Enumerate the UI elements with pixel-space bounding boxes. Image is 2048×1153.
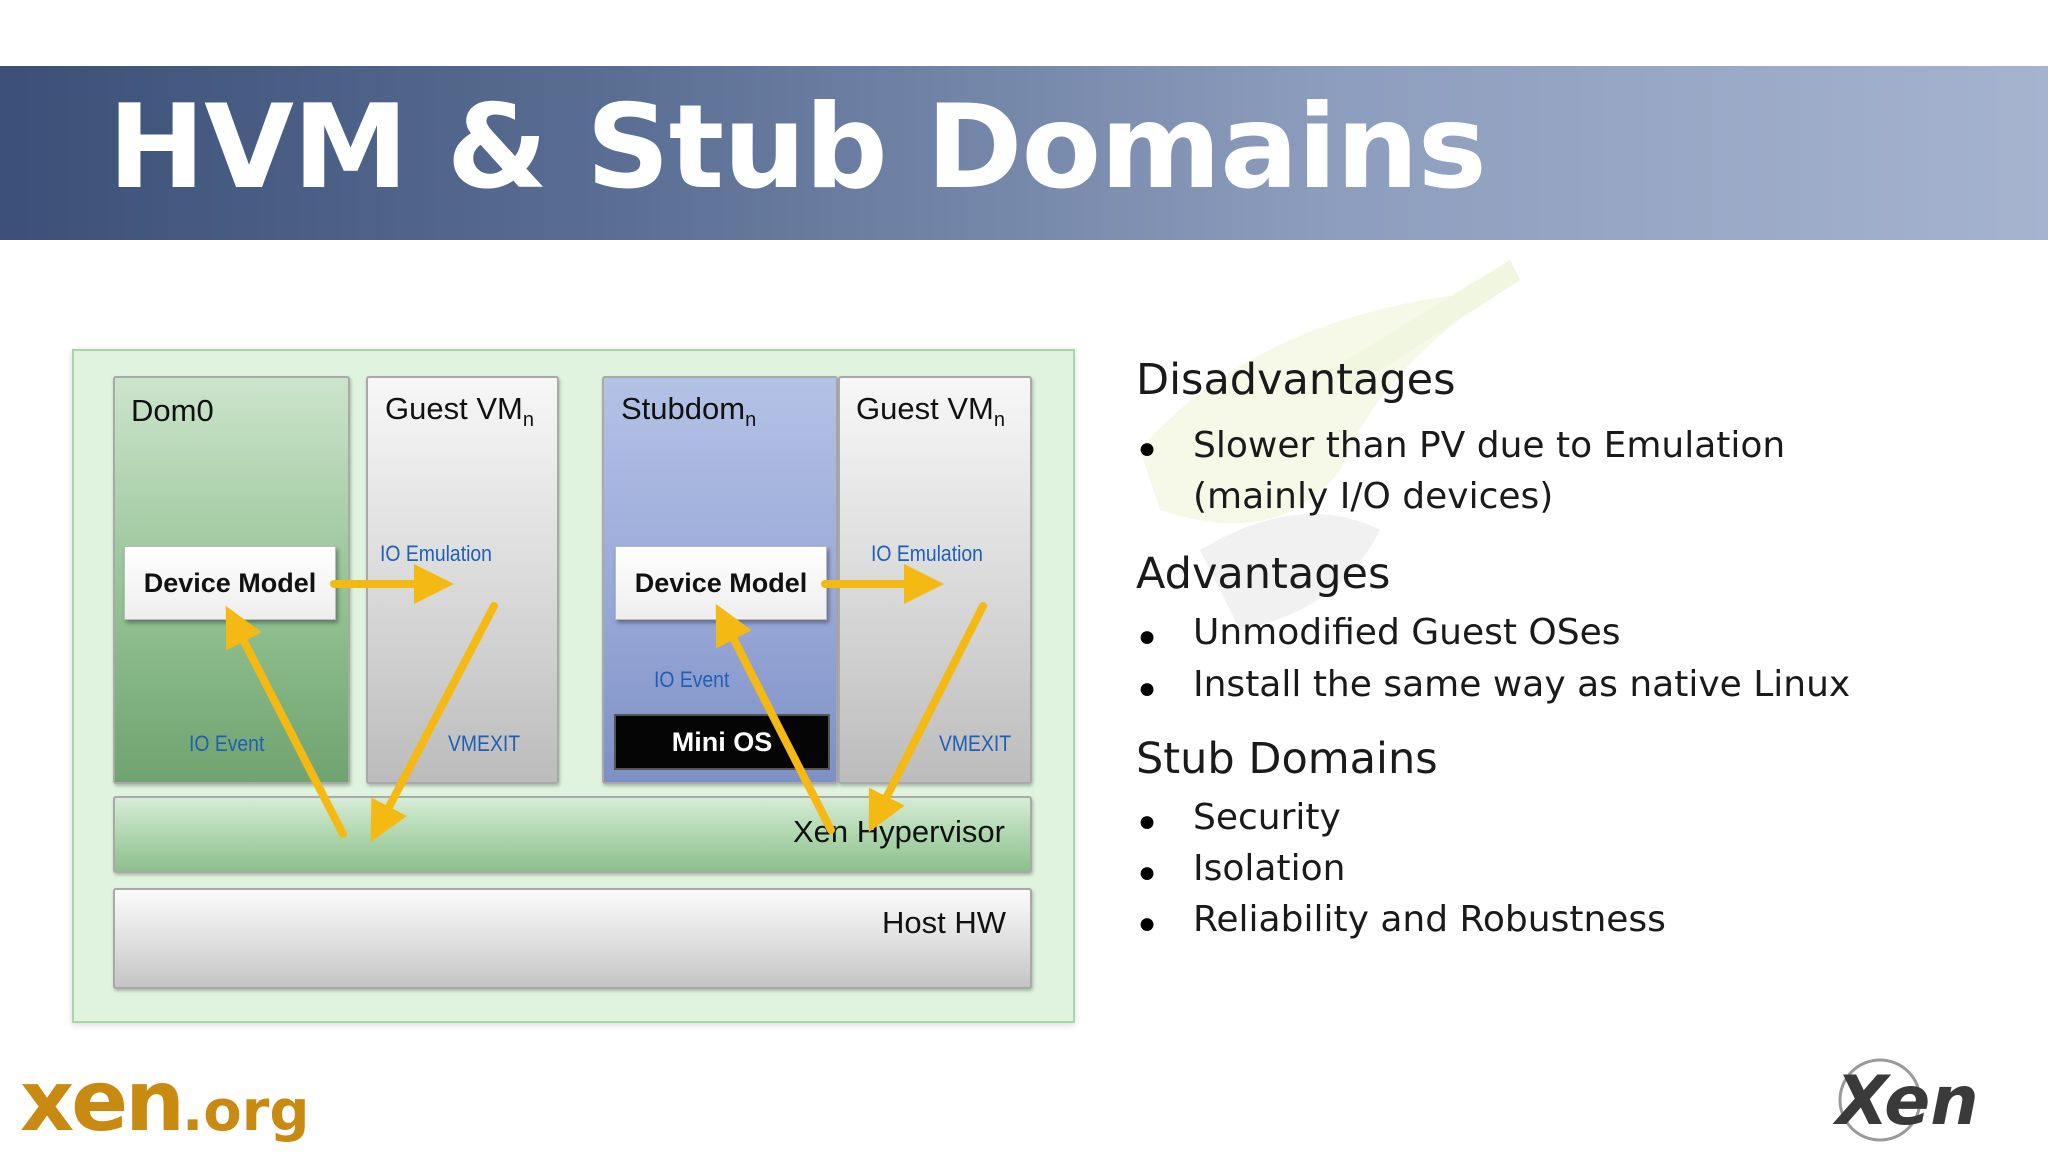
- bullet-item: Slower than PV due to Emulation: [1193, 425, 1786, 466]
- bullet-item: Reliability and Robustness: [1193, 899, 1666, 940]
- bullet-marker: ●: [1138, 907, 1157, 940]
- stubdom-label: Stubdomn: [621, 391, 757, 432]
- mini-os-box: Mini OS: [614, 714, 830, 770]
- io-emulation-label-1: IO Emulation: [380, 541, 492, 566]
- guest-vm-label-1: Guest VMn: [385, 391, 534, 432]
- bullet-marker: ●: [1138, 672, 1157, 705]
- xen-org-logo: xen.org: [20, 1052, 310, 1150]
- bullet-marker: ●: [1138, 805, 1157, 838]
- dom0-label: Dom0: [131, 393, 214, 428]
- host-hw-box: [113, 888, 1032, 989]
- heading-disadvantages: Disadvantages: [1136, 355, 1456, 405]
- guest-vm-box-2: [838, 376, 1032, 784]
- heading-stub-domains: Stub Domains: [1136, 734, 1438, 784]
- heading-advantages: Advantages: [1136, 549, 1391, 599]
- bullet-marker: ●: [1138, 620, 1157, 653]
- slide-title: HVM & Stub Domains: [108, 80, 1487, 215]
- io-emulation-label-2: IO Emulation: [871, 541, 983, 566]
- bullet-marker: ●: [1138, 432, 1157, 465]
- device-model-stubdom: Device Model: [615, 546, 827, 620]
- watermark-graphic: [1140, 260, 1520, 630]
- bullet-item: Unmodified Guest OSes: [1193, 612, 1621, 653]
- vmexit-label-2: VMEXIT: [939, 731, 1012, 756]
- vmexit-label-1: VMEXIT: [448, 731, 521, 756]
- title-bar: [0, 66, 2048, 240]
- bullet-item-continued: (mainly I/O devices): [1193, 476, 1554, 517]
- guest-vm-label-2: Guest VMn: [856, 391, 1005, 432]
- io-event-label-1: IO Event: [189, 731, 265, 756]
- io-event-label-2: IO Event: [654, 667, 730, 692]
- guest-vm-box-1: [366, 376, 559, 784]
- bullet-marker: ●: [1138, 856, 1157, 889]
- xen-logo-icon: Xen: [1832, 1058, 1979, 1142]
- host-hw-label: Host HW: [882, 905, 1006, 940]
- bullet-item: Security: [1193, 797, 1341, 838]
- device-model-dom0: Device Model: [124, 546, 336, 620]
- svg-text:Xen: Xen: [1832, 1062, 1979, 1141]
- bullet-item: Install the same way as native Linux: [1193, 664, 1851, 705]
- bullet-item: Isolation: [1193, 848, 1346, 889]
- hypervisor-label: Xen Hypervisor: [793, 814, 1005, 849]
